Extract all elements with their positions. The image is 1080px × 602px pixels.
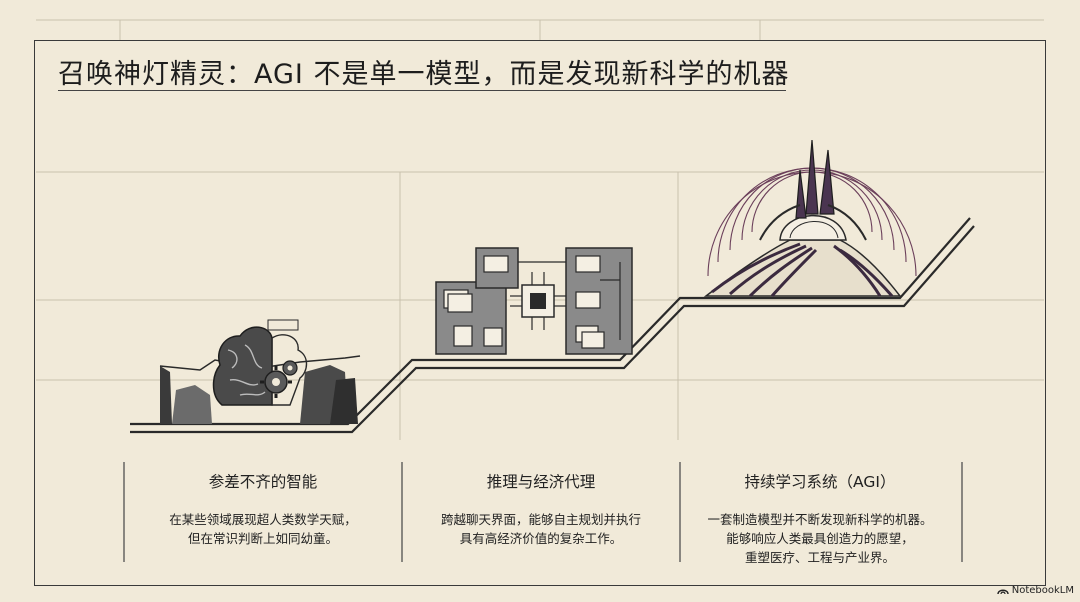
stage-2-title: 推理与经济代理: [486, 473, 596, 491]
stage-3-desc: 一套制造模型并不断发现新科学的机器。 能够响应人类最具创造力的愿望， 重塑医疗、…: [707, 512, 933, 565]
stage-1-desc: 在某些领域展现超人类数学天赋， 但在常识判断上如同幼童。: [169, 512, 357, 546]
chip-workflow-icon: [435, 247, 633, 355]
page-title: 召唤神灯精灵：AGI 不是单一模型，而是发现新科学的机器: [58, 59, 790, 90]
stage-2-desc: 跨越聊天界面，能够自主规划并执行 具有高经济价值的复杂工作。: [440, 512, 641, 546]
notebooklm-logo-icon: [997, 589, 1009, 595]
crystal-tower-icon: [703, 139, 917, 298]
stage-3-title: 持续学习系统（AGI）: [744, 473, 896, 491]
title-underline: [58, 90, 786, 91]
frame-border: [34, 40, 1046, 586]
stage-1-title: 参差不齐的智能: [208, 473, 318, 491]
notebooklm-logo: NotebookLM: [997, 585, 1074, 596]
column-dividers: [123, 462, 963, 562]
brain-gear-icon: [159, 319, 361, 424]
background-grid: [36, 19, 1044, 440]
